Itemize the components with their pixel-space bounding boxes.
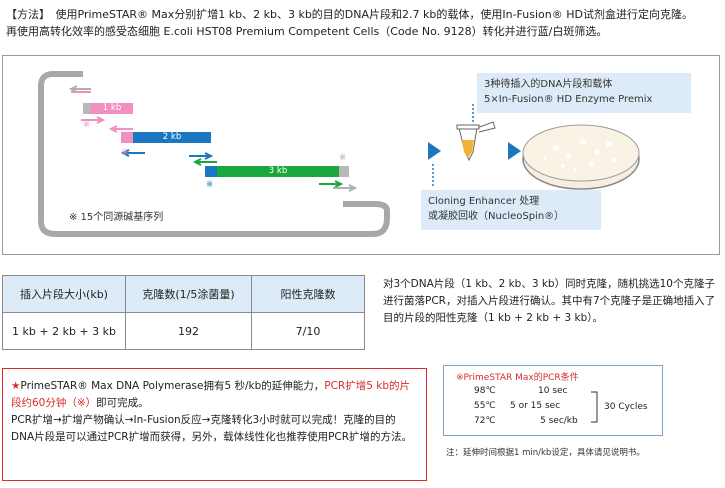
fragment-1kb-bar: 1 kb (91, 103, 133, 114)
polymerase-note: ★PrimeSTAR® Max DNA Polymerase拥有5 秒/kb的延… (2, 368, 427, 481)
process-arrow-2 (508, 142, 521, 160)
header-positive-count: 阳性克隆数 (251, 275, 365, 313)
fragment-1kb-overlap (121, 132, 133, 143)
intro-line-1: 【方法】 使用PrimeSTAR® Max分别扩增1 kb、2 kb、3 kb的… (6, 8, 693, 21)
header-insert-size: 插入片段大小(kb) (2, 275, 126, 313)
cell-insert-size: 1 kb + 2 kb + 3 kb (2, 312, 126, 350)
note-part-4: PCR扩增→扩增产物确认→In-Fusion反应→克隆转化3小时就可以完成！克隆… (11, 414, 413, 443)
intro-text: 【方法】 使用PrimeSTAR® Max分别扩增1 kb、2 kb、3 kb的… (6, 6, 721, 40)
arrow-pink-2-head (96, 116, 106, 124)
pcr-temp-2: 55℃ (474, 401, 496, 411)
vector-backbone-line (38, 71, 390, 237)
pcr-cycles: 30 Cycles (604, 402, 648, 412)
process-arrow-1 (428, 142, 441, 160)
fragment-2kb-label: 2 kb (162, 132, 182, 142)
vector-end-left (83, 103, 91, 114)
tube-icon (456, 121, 496, 162)
homology-note: ※ 15个同源碱基序列 (69, 212, 164, 223)
cell-colony-count: 192 (125, 312, 252, 350)
petri-dish-icon (522, 124, 640, 190)
fragment-2kb-overlap (205, 166, 217, 177)
cloning-diagram: 1 kb 2 kb 3 kb ※ ※ ※ ※ ※ 15个同源碱基序列 3种待插入… (2, 55, 720, 255)
asterisk-blue: ※ (206, 180, 214, 190)
arrow-pink-3-head (108, 125, 118, 133)
callout-reaction-line-1: 3种待插入的DNA片段和载体 (484, 79, 613, 90)
pcr-temp-1: 98℃ (474, 386, 496, 396)
pcr-conditions: ※PrimeSTAR Max的PCR条件 98℃ 10 sec 55℃ 5 or… (443, 365, 663, 436)
arrow-blue-1-head (120, 149, 130, 157)
cell-positive-count: 7/10 (251, 312, 365, 350)
primer-arrows (68, 85, 358, 192)
arrow-grey-2-head (348, 184, 358, 192)
note-part-1: PrimeSTAR® Max DNA Polymerase拥有5 秒/kb的延伸… (20, 380, 325, 392)
vector-end-right (339, 166, 349, 177)
asterisk-grey: ※ (339, 153, 347, 163)
callout-enhancer-line-2: 或凝胶回收（NucleoSpin®） (428, 211, 565, 222)
pcr-time-1: 10 sec (538, 386, 568, 396)
fragment-3kb-bar: 3 kb (217, 166, 339, 177)
callout-reaction-mix: 3种待插入的DNA片段和载体 5×In-Fusion® HD Enzyme Pr… (477, 73, 691, 113)
fragment-1kb-label: 1 kb (102, 103, 122, 113)
arrow-green-1-head (192, 158, 202, 166)
star-icon: ★ (11, 380, 21, 392)
intro-line-2: 再使用高转化效率的感受态细胞 E.coli HST08 Premium Comp… (6, 25, 608, 38)
callout-reaction-line-2: 5×In-Fusion® HD Enzyme Premix (484, 94, 653, 105)
vector-outline (38, 71, 640, 237)
header-colony-count: 克隆数(1/5涂菌量) (125, 275, 252, 313)
arrow-blue-2-head (204, 152, 214, 160)
asterisk-pink-2: ※ (121, 148, 129, 158)
pcr-time-2: 5 or 15 sec (510, 401, 561, 411)
callout-enhancer-line-1: Cloning Enhancer 处理 (428, 196, 540, 207)
note-part-3: 即可完成。 (96, 397, 149, 409)
callout-enhancer: Cloning Enhancer 处理 或凝胶回收（NucleoSpin®） (421, 190, 601, 230)
pcr-temp-3: 72℃ (474, 416, 496, 426)
result-paragraph: 对3个DNA片段（1 kb、2 kb、3 kb）同时克隆，随机挑选10个克隆子进… (383, 278, 716, 324)
cycle-bracket (591, 391, 598, 423)
table-row: 1 kb + 2 kb + 3 kb 192 7/10 (2, 312, 365, 350)
asterisk-pink-1: ※ (83, 120, 91, 130)
results-table: 插入片段大小(kb) 克隆数(1/5涂菌量) 阳性克隆数 1 kb + 2 kb… (2, 275, 365, 350)
note-highlight: PCR扩增5 kb的片段约60分钟（※） (11, 380, 410, 409)
fragment-3kb-label: 3 kb (268, 166, 288, 176)
table-header-row: 插入片段大小(kb) 克隆数(1/5涂菌量) 阳性克隆数 (2, 275, 365, 313)
pcr-conditions-title: ※PrimeSTAR Max的PCR条件 (456, 373, 579, 383)
pcr-time-3: 5 sec/kb (540, 416, 578, 426)
fragment-2kb-bar: 2 kb (133, 132, 211, 143)
pcr-footnote: 注：延伸时间根据1 min/kb设定，具体请见说明书。 (446, 448, 645, 458)
arrow-green-2-head (334, 180, 344, 188)
